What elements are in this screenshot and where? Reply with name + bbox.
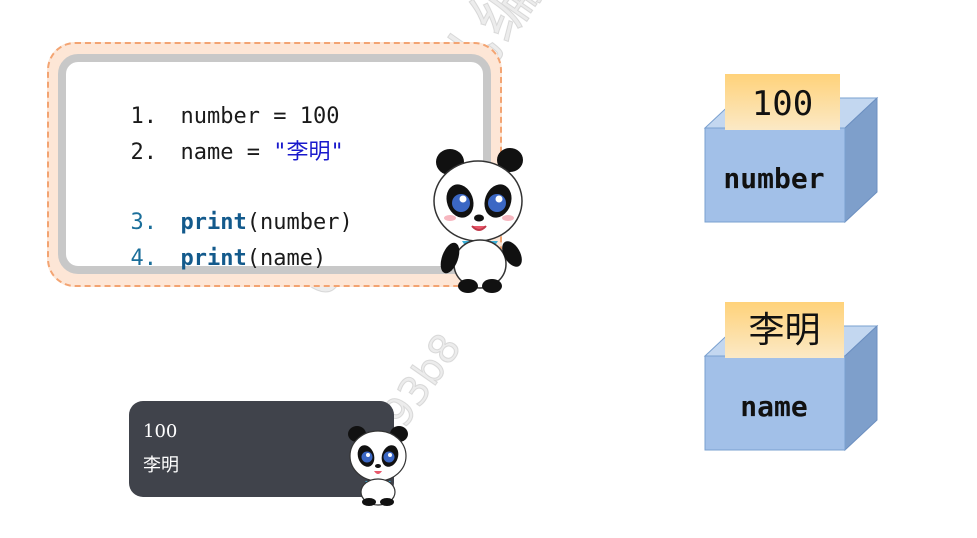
- code-text: number = 100: [180, 104, 340, 129]
- code-line-2: 2. name = "李明": [104, 114, 344, 166]
- code-keyword: print: [180, 246, 247, 271]
- panda-mascot-icon: [433, 148, 523, 293]
- variable-value-label: 100: [725, 74, 840, 130]
- code-line-3: 3. print(number): [104, 184, 353, 236]
- line-number: 1.: [130, 104, 158, 129]
- line-number: 4.: [130, 246, 158, 271]
- code-string: "李明": [273, 140, 344, 165]
- code-text: (name): [246, 246, 327, 271]
- output-console: [129, 401, 394, 497]
- code-text: (number): [246, 210, 353, 235]
- code-line-1: 1. number = 100: [104, 78, 340, 130]
- code-text: name =: [180, 140, 274, 165]
- code-keyword: print: [180, 210, 247, 235]
- variable-name-label: number: [723, 162, 825, 195]
- code-panel: [58, 54, 491, 274]
- line-number: 2.: [130, 140, 158, 165]
- console-output-line: 李明: [143, 455, 179, 476]
- console-output-line: 100: [143, 421, 178, 442]
- panda-mascot-small-icon: [348, 426, 408, 506]
- variable-value-label: 李明: [725, 302, 844, 358]
- variable-name-label: name: [740, 390, 808, 423]
- code-line-4: 4. print(name): [104, 220, 327, 272]
- line-number: 3.: [130, 210, 158, 235]
